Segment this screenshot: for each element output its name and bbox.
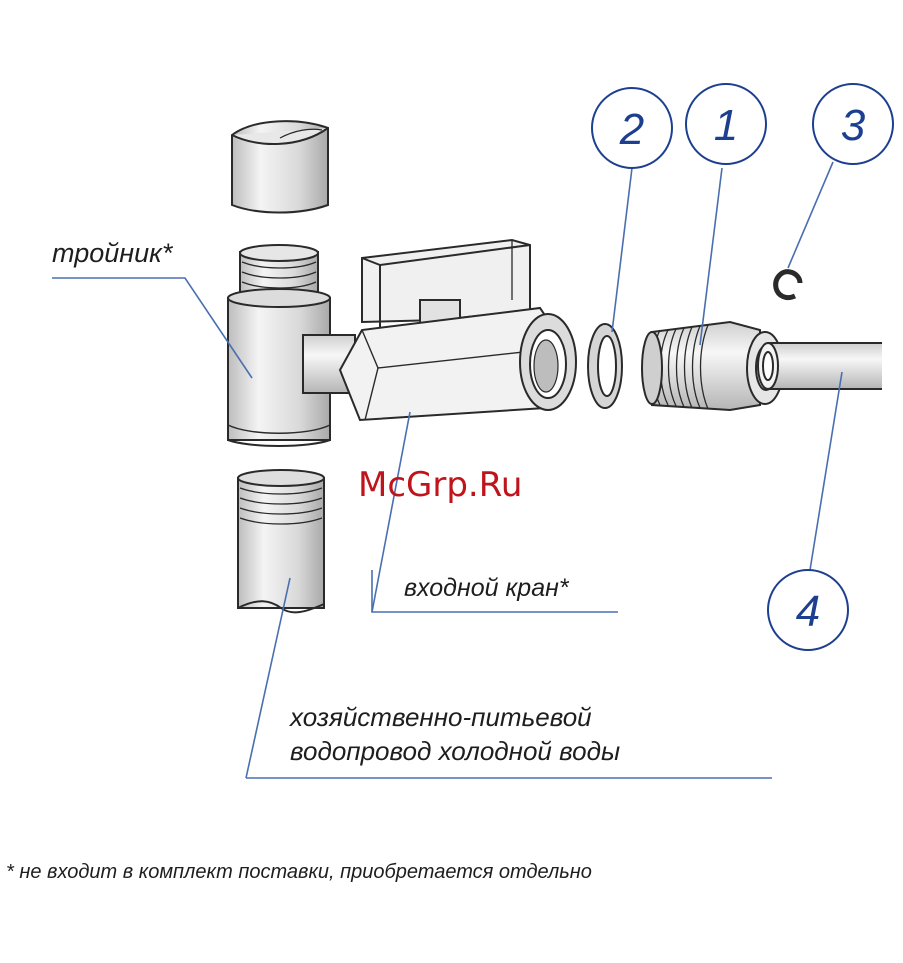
pipeline-label-line1: хозяйственно-питьевой	[288, 702, 592, 732]
callout-number: 2	[619, 105, 644, 154]
footnote: * не входит в комплект поставки, приобре…	[6, 861, 592, 883]
callout-number: 3	[841, 101, 866, 150]
callout-3-leader	[788, 162, 833, 268]
tubing-part	[758, 343, 882, 389]
callout-number: 4	[796, 587, 820, 636]
watermark: McGrp.Ru	[358, 465, 522, 505]
pipeline-label-line2: водопровод холодной воды	[290, 736, 620, 766]
callout-2-leader	[612, 168, 632, 332]
retaining-clip-part	[776, 272, 800, 298]
callout-4-leader	[810, 372, 842, 570]
callout-2: 2	[592, 88, 672, 168]
callout-number: 1	[714, 101, 738, 150]
callout-1-leader	[700, 168, 722, 345]
tee-label: тройник*	[52, 238, 174, 268]
inlet-valve	[340, 240, 576, 420]
lower-pipe-segment	[238, 470, 324, 612]
inlet-valve-label: входной кран*	[404, 574, 570, 602]
callout-3: 3	[813, 84, 893, 164]
tee-leader	[52, 278, 252, 378]
tee-fitting	[228, 245, 355, 446]
callout-1: 1	[686, 84, 766, 164]
o-ring-part	[588, 324, 622, 408]
callout-4: 4	[768, 570, 848, 650]
upper-pipe-segment	[232, 121, 328, 212]
